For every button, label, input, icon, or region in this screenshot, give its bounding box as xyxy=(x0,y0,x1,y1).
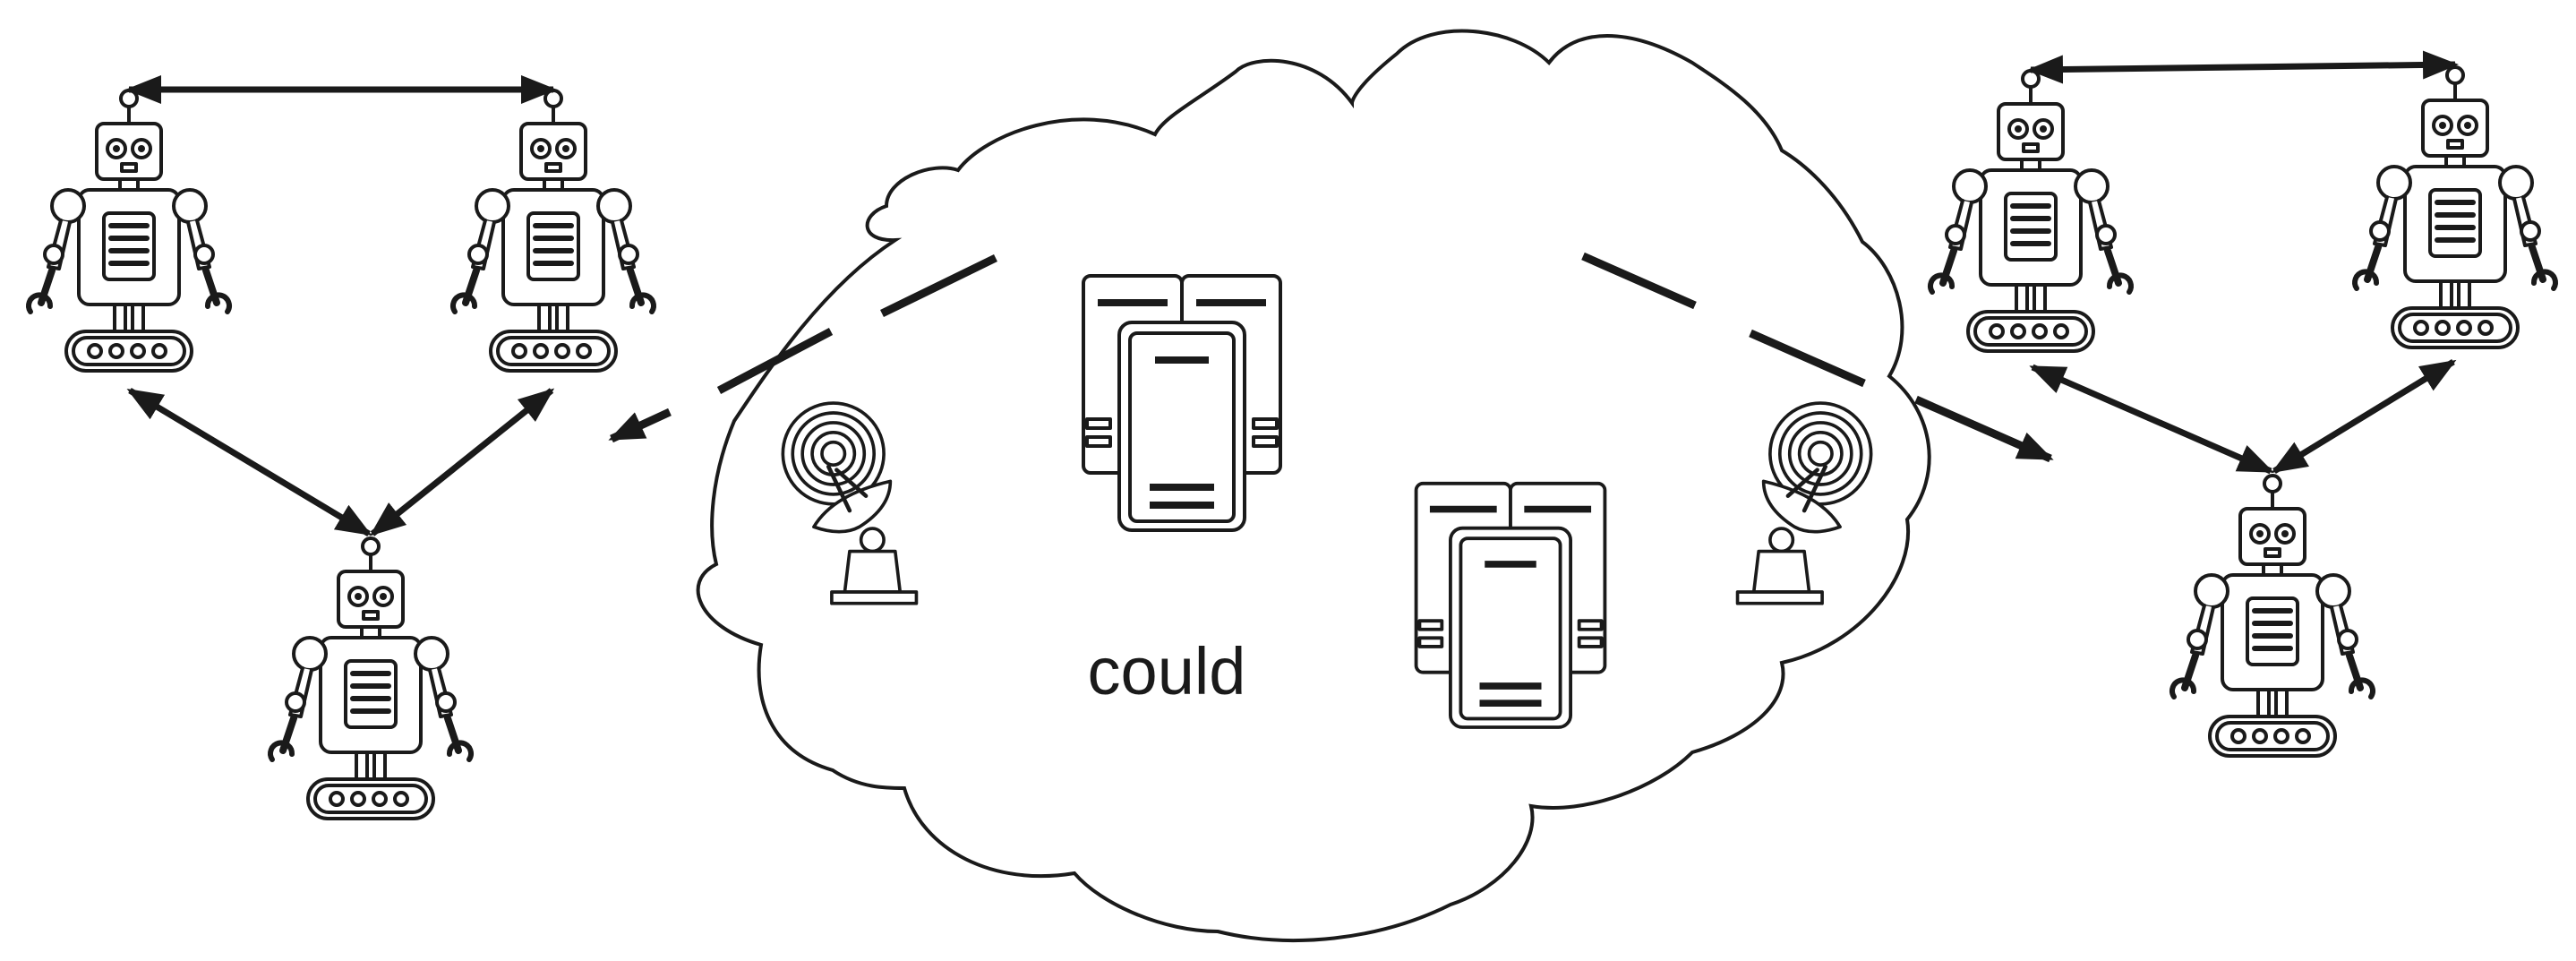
link-arrow xyxy=(2271,359,2457,474)
link-arrow xyxy=(2029,364,2274,475)
link-arrow xyxy=(369,388,555,536)
robot-icon xyxy=(29,90,229,371)
robot-icon xyxy=(2172,476,2373,756)
cloud-link-left xyxy=(608,253,997,443)
robot-icon xyxy=(2355,67,2555,348)
robot-group-left xyxy=(29,75,654,819)
cloud-label: could xyxy=(1088,634,1246,708)
robot-group-right xyxy=(1930,50,2555,756)
robot-icon xyxy=(1930,71,2131,351)
link-arrow xyxy=(2027,50,2459,84)
link-arrow xyxy=(126,387,372,537)
robot-icon xyxy=(270,538,471,819)
cloud-shape xyxy=(696,29,1931,942)
cloud-link-right xyxy=(1581,252,2054,463)
robot-icon xyxy=(453,90,654,371)
